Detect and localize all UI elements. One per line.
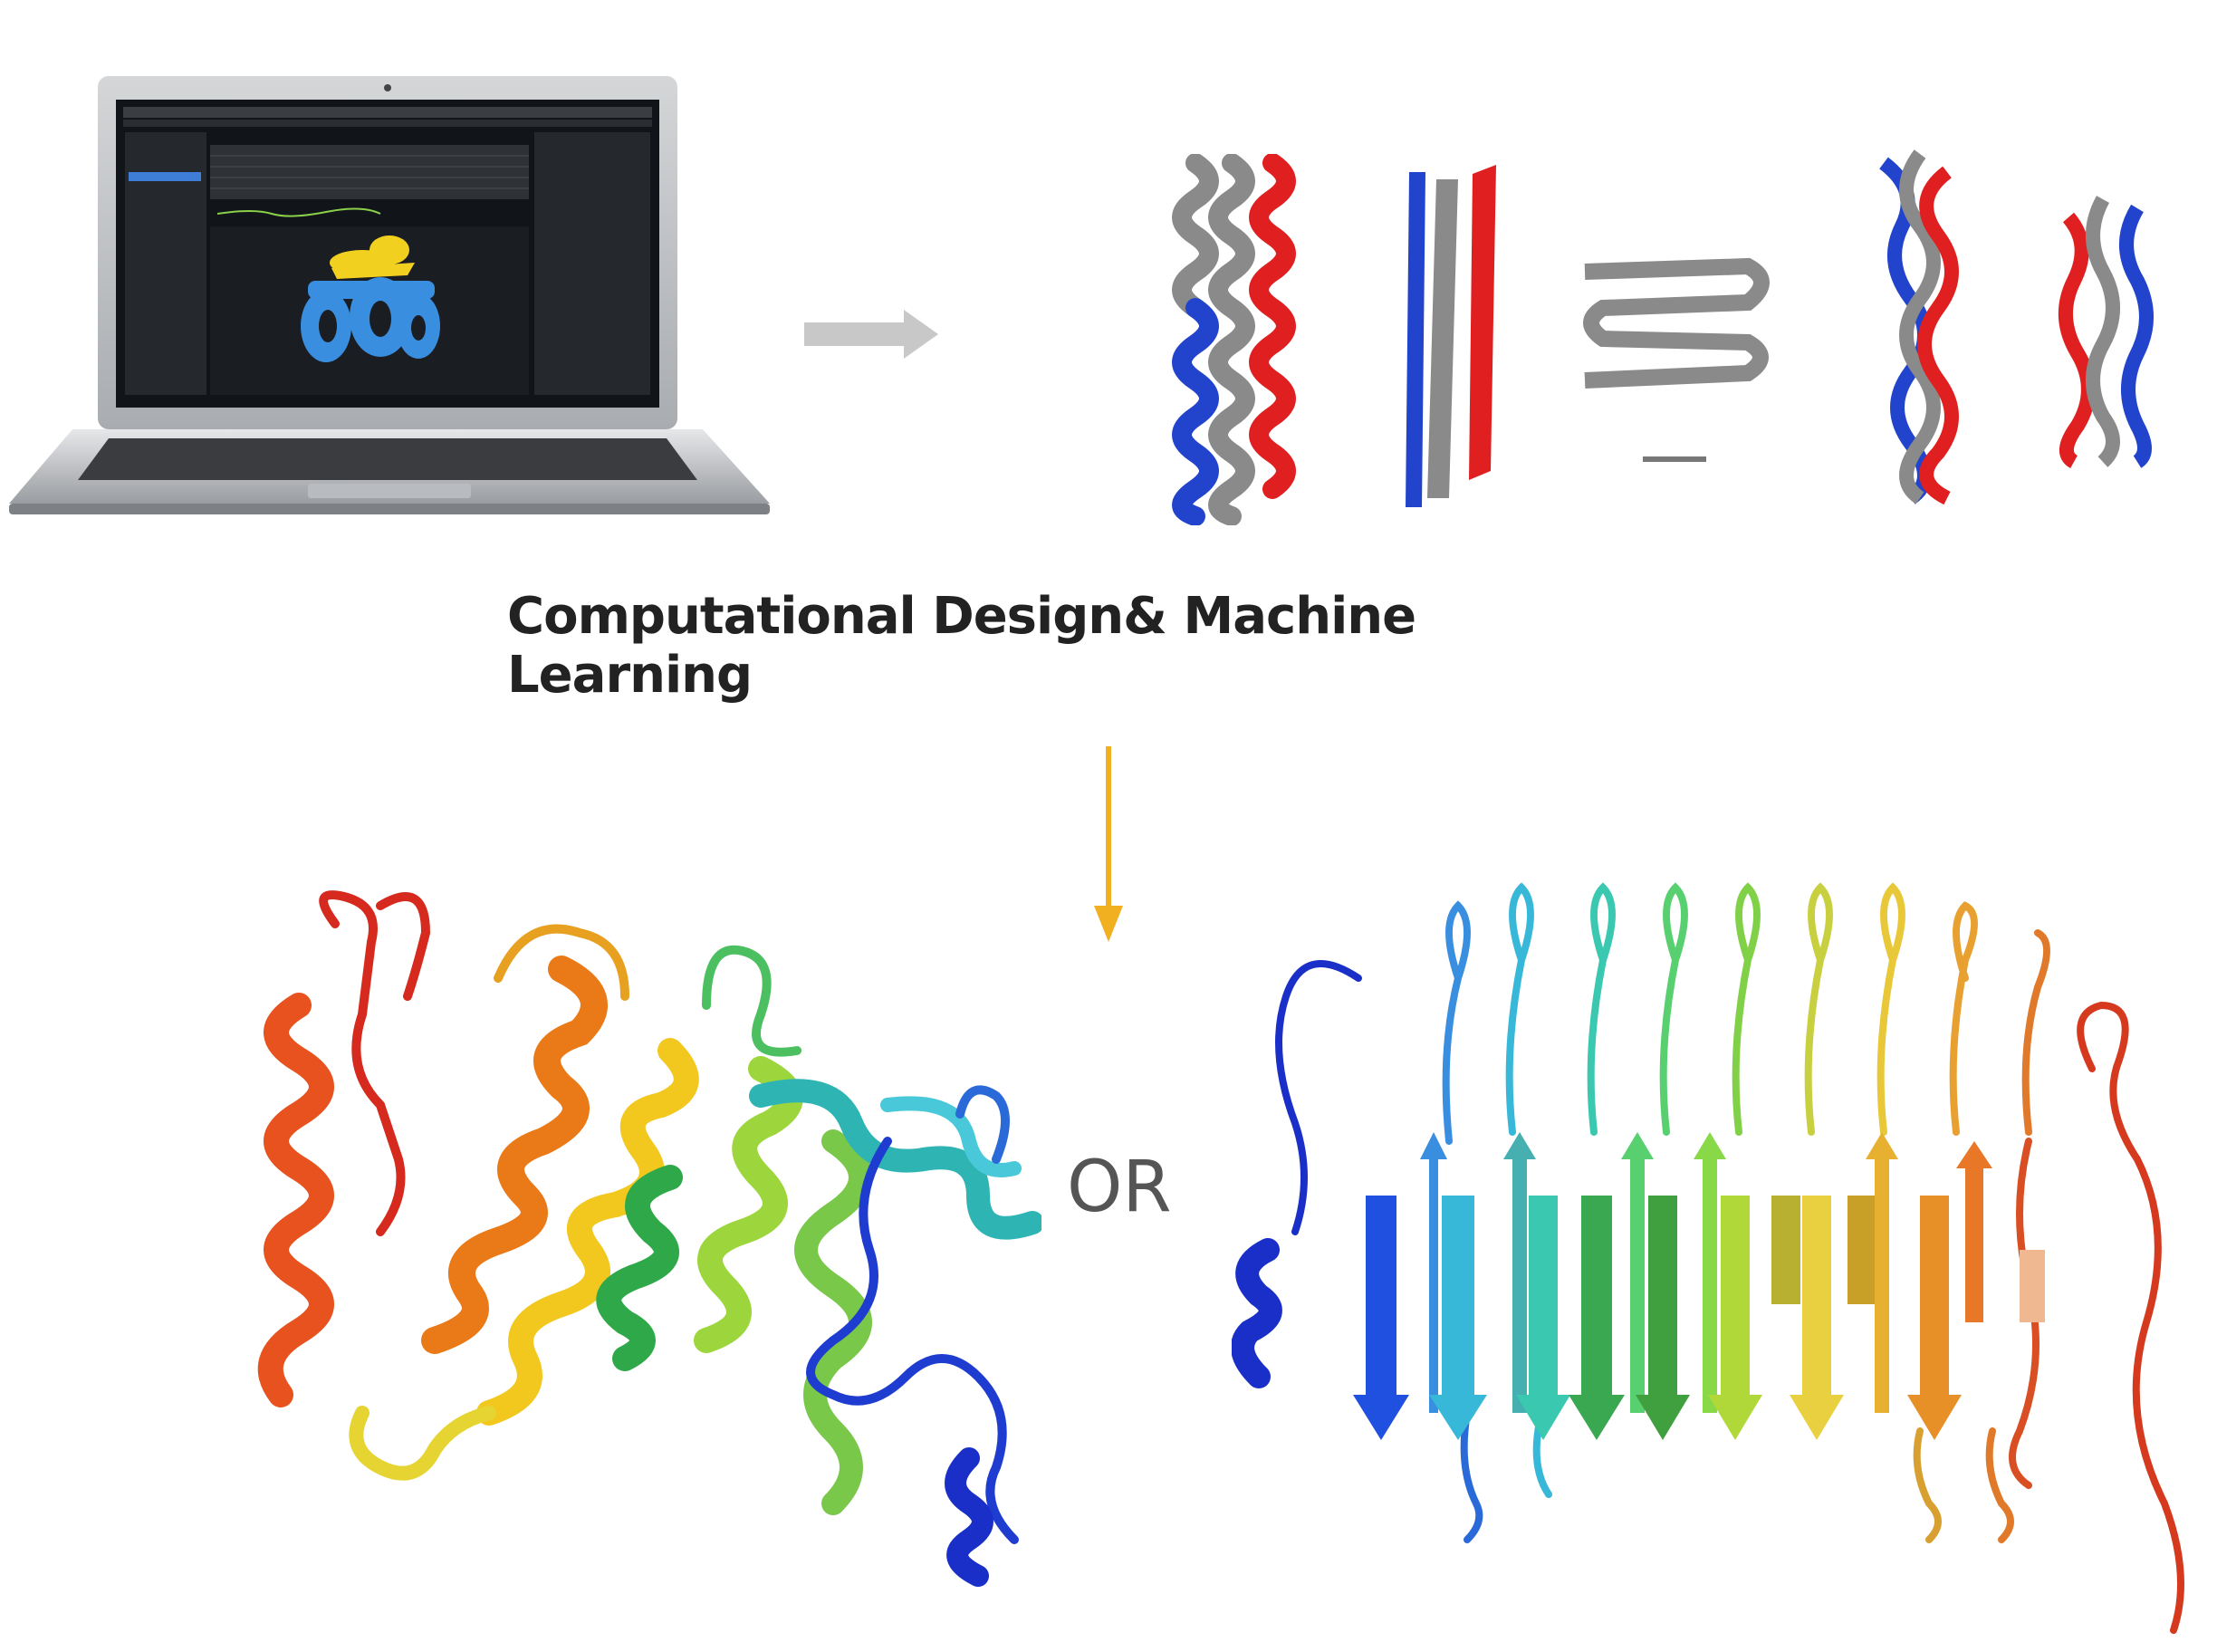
beta-meander [1576,245,1784,471]
beta-sheet-protein [1232,869,2192,1648]
helix-bundle-1 [1159,154,1304,525]
strand-sheet [1395,163,1512,516]
caption: Computational Design& Machine Learning [507,587,1594,705]
laptop-icon [0,54,797,543]
twisted-bundle-1 [1857,145,1983,507]
or-label: OR [1067,1147,1172,1228]
helical-protein [199,869,1041,1594]
arrow-right-icon [801,304,945,362]
arrow-down-icon [1081,743,1136,951]
twisted-bundle-2 [2047,181,2164,471]
